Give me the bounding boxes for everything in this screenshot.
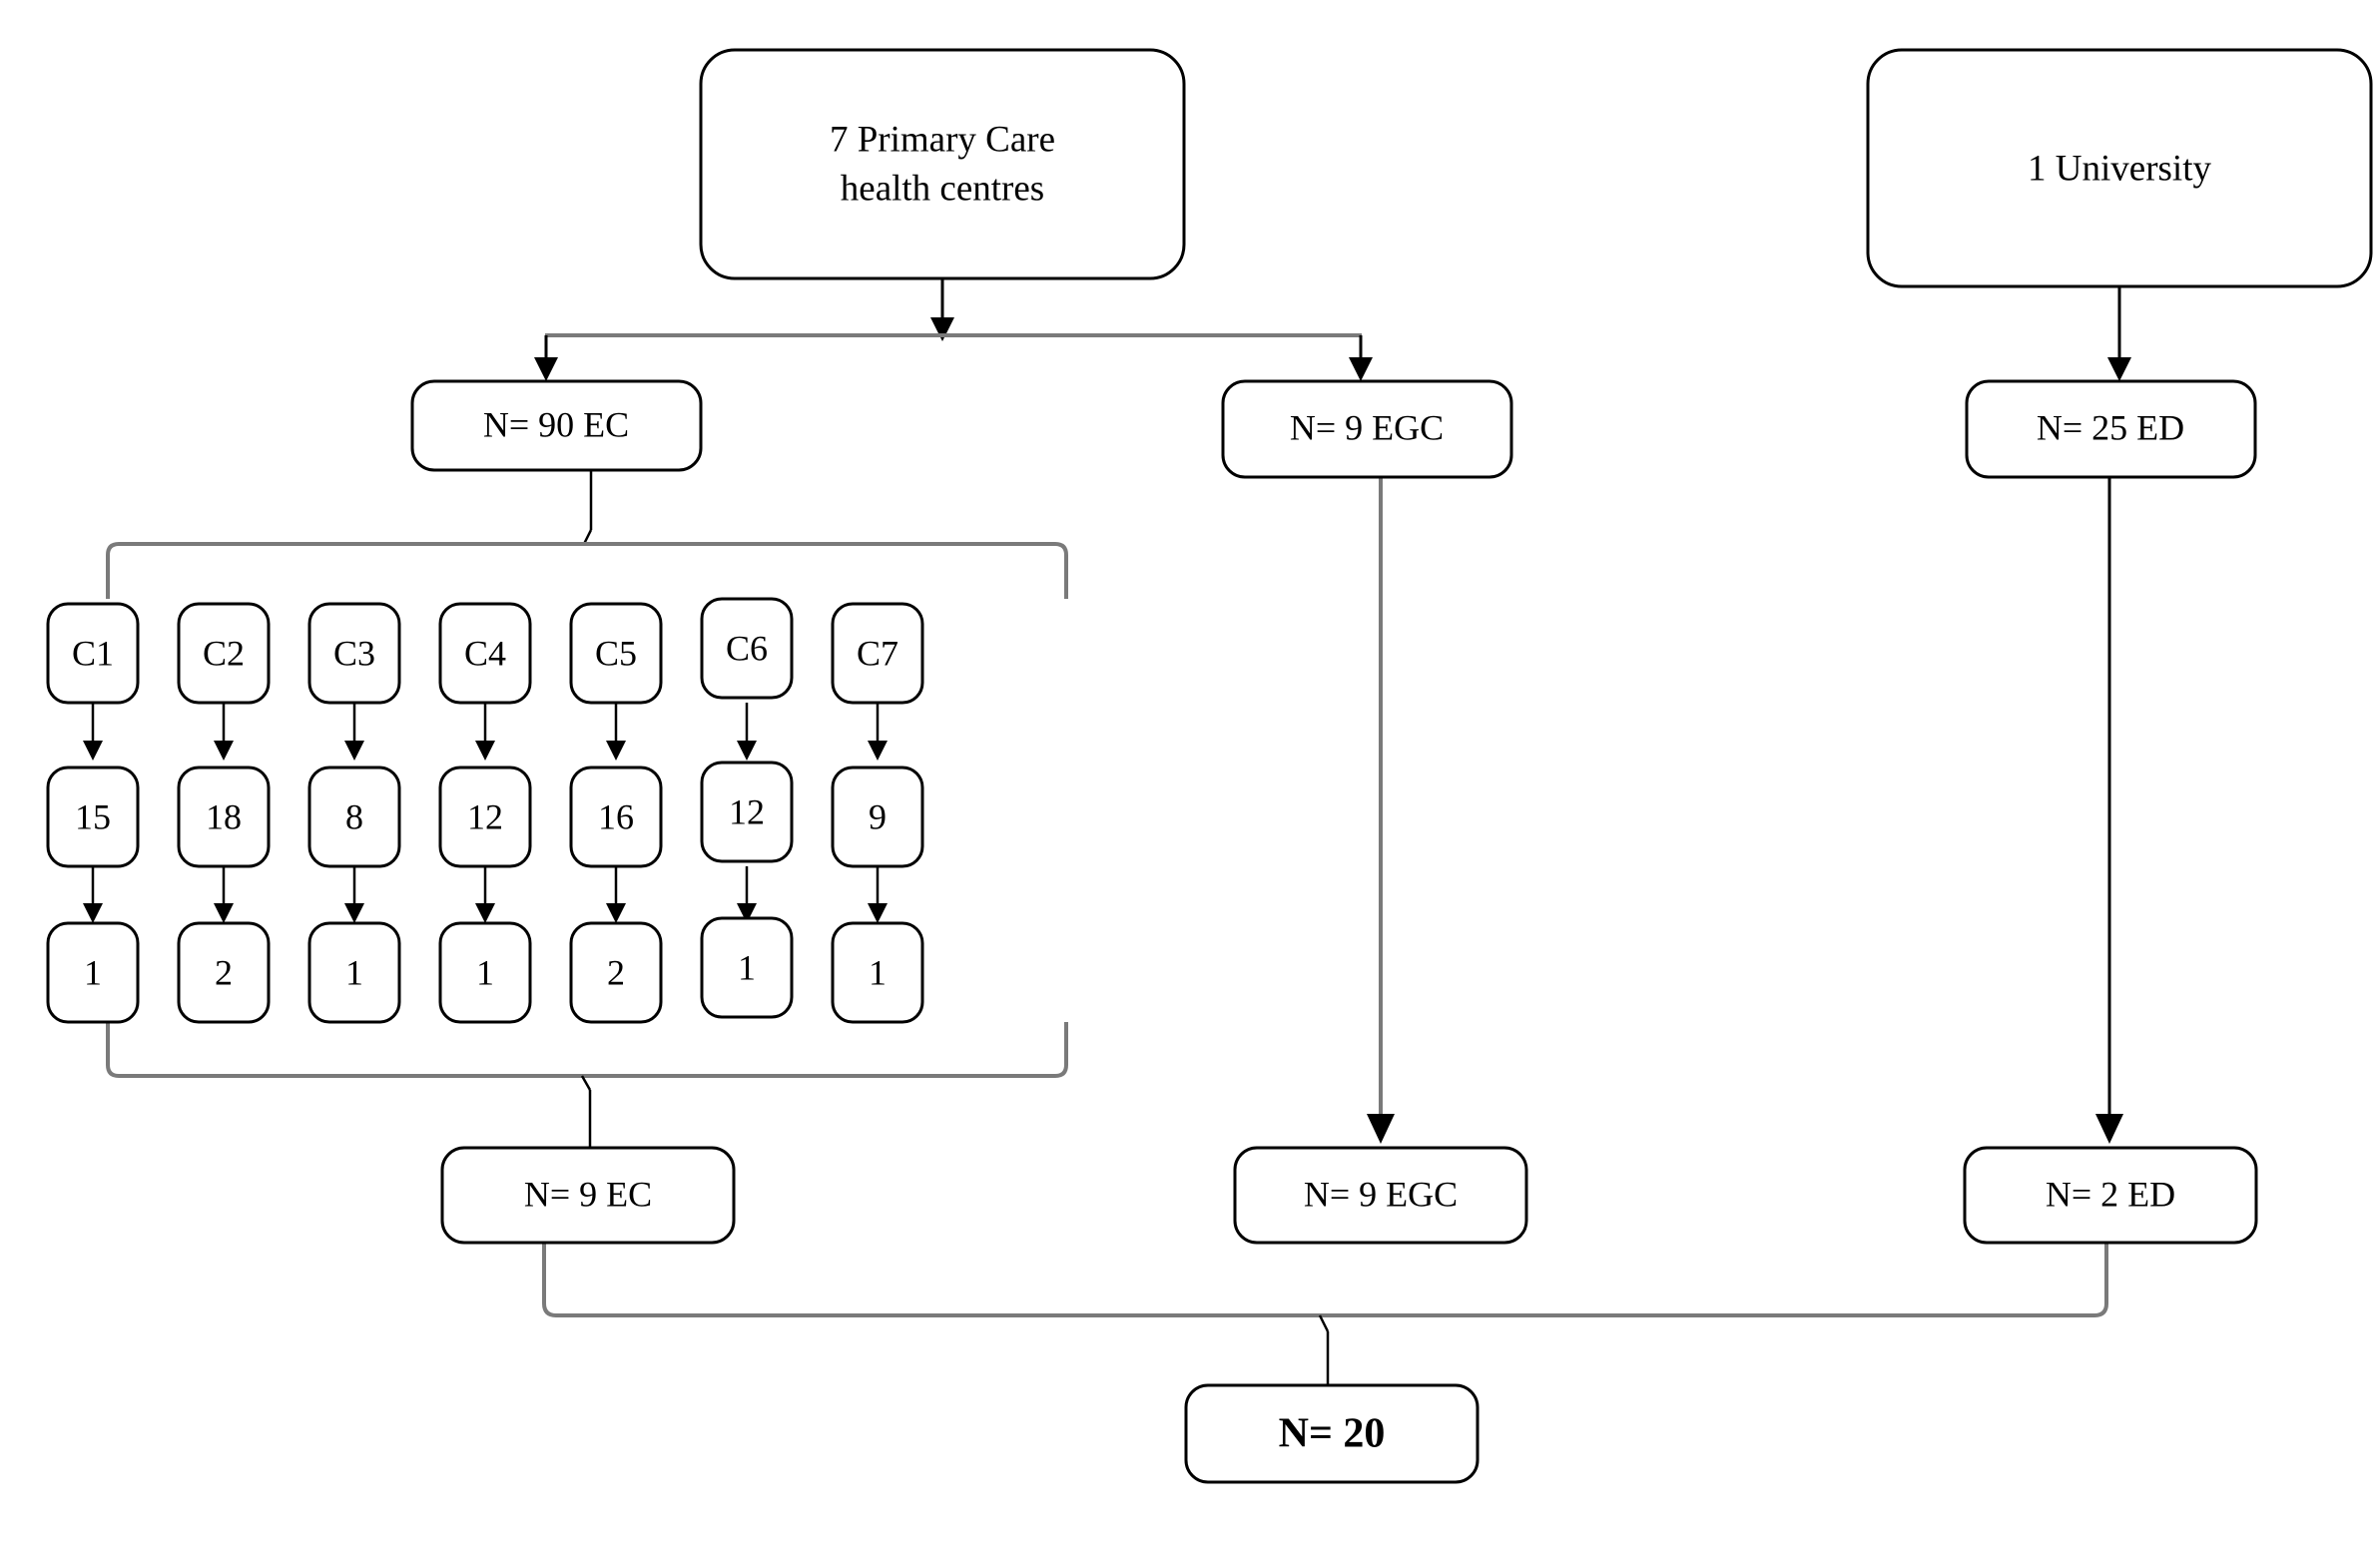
node-pool-ed-label: N= 25 ED xyxy=(2037,407,2184,447)
node-centre-code-2[interactable]: C3 xyxy=(307,602,401,705)
node-centre-count-3[interactable]: 12 xyxy=(438,766,532,868)
connector-primary-care-to-split xyxy=(534,278,1373,381)
connector-university-to-ed-pool xyxy=(2107,286,2131,381)
node-centre-count-6[interactable]: 9 xyxy=(831,766,924,868)
node-centre-code-1[interactable]: C2 xyxy=(177,602,271,705)
node-centre-selected-3[interactable]: 1 xyxy=(438,921,532,1024)
node-centre-code-3[interactable]: C4 xyxy=(438,602,532,705)
node-university[interactable]: 1 University xyxy=(1866,48,2373,288)
node-centre-code-4[interactable]: C5 xyxy=(569,602,663,705)
node-pool-ed[interactable]: N= 25 ED xyxy=(1965,379,2257,479)
node-centre-count-2-label: 8 xyxy=(345,796,363,836)
node-centre-selected-0-label: 1 xyxy=(84,952,102,992)
connector-ed-pool-to-ed-result xyxy=(2095,477,2123,1144)
node-university-label: 1 University xyxy=(2028,148,2211,189)
node-centre-selected-1-label: 2 xyxy=(215,952,233,992)
node-centre-count-4[interactable]: 16 xyxy=(569,766,663,868)
node-centre-selected-6[interactable]: 1 xyxy=(831,921,924,1024)
node-centre-code-5-label: C6 xyxy=(726,628,768,668)
connector-centres-to-counts xyxy=(83,703,888,761)
connector-results-to-total-bracket xyxy=(542,1243,2108,1385)
node-centre-code-0-label: C1 xyxy=(72,633,114,673)
node-total-label: N= 20 xyxy=(1279,1411,1386,1457)
node-centre-count-0[interactable]: 15 xyxy=(46,766,140,868)
node-result-egc-label: N= 9 EGC xyxy=(1304,1174,1458,1214)
node-total[interactable]: N= 20 xyxy=(1184,1383,1480,1484)
centre-code-row: C1 C2 C3 C4 C5 C6 xyxy=(46,597,924,705)
node-centre-count-2[interactable]: 8 xyxy=(307,766,401,868)
node-centre-selected-5-label: 1 xyxy=(738,947,756,987)
node-centre-code-5[interactable]: C6 xyxy=(700,597,794,700)
node-centre-count-1-label: 18 xyxy=(206,796,242,836)
node-pool-ec-label: N= 90 EC xyxy=(483,404,629,444)
node-centre-selected-3-label: 1 xyxy=(476,952,494,992)
node-centre-count-4-label: 16 xyxy=(598,796,634,836)
connector-egc-pool-to-egc-result xyxy=(1367,477,1395,1144)
node-centre-code-6[interactable]: C7 xyxy=(831,602,924,705)
node-centre-code-0[interactable]: C1 xyxy=(46,602,140,705)
node-result-egc[interactable]: N= 9 EGC xyxy=(1233,1146,1528,1245)
node-centre-count-5[interactable]: 12 xyxy=(700,761,794,863)
node-result-ec-label: N= 9 EC xyxy=(524,1174,652,1214)
centre-count-row: 15 18 8 12 16 12 xyxy=(46,761,924,868)
node-primary-care-centres-line2: health centres xyxy=(841,168,1044,209)
node-centre-count-0-label: 15 xyxy=(75,796,111,836)
node-primary-care-centres-line1: 7 Primary Care xyxy=(830,119,1055,160)
node-result-ed[interactable]: N= 2 ED xyxy=(1963,1146,2258,1245)
node-pool-ec[interactable]: N= 90 EC xyxy=(410,379,703,472)
node-centre-code-1-label: C2 xyxy=(203,633,245,673)
connector-ec-pool-to-centres-bracket xyxy=(106,470,1068,599)
node-centre-code-4-label: C5 xyxy=(595,633,637,673)
node-centre-count-3-label: 12 xyxy=(467,796,503,836)
node-centre-selected-4[interactable]: 2 xyxy=(569,921,663,1024)
node-pool-egc[interactable]: N= 9 EGC xyxy=(1221,379,1513,479)
node-centre-selected-2[interactable]: 1 xyxy=(307,921,401,1024)
node-result-ed-label: N= 2 ED xyxy=(2046,1174,2175,1214)
node-centre-count-6-label: 9 xyxy=(869,796,887,836)
node-centre-count-5-label: 12 xyxy=(729,791,765,831)
node-centre-selected-0[interactable]: 1 xyxy=(46,921,140,1024)
node-centre-selected-1[interactable]: 2 xyxy=(177,921,271,1024)
centre-selected-row: 1 2 1 1 2 1 1 xyxy=(46,916,924,1024)
node-centre-count-1[interactable]: 18 xyxy=(177,766,271,868)
connector-selected-to-ec-result xyxy=(106,1022,1068,1148)
node-centre-selected-6-label: 1 xyxy=(869,952,887,992)
node-centre-code-6-label: C7 xyxy=(857,633,898,673)
node-centre-selected-4-label: 2 xyxy=(607,952,625,992)
node-pool-egc-label: N= 9 EGC xyxy=(1290,407,1444,447)
node-primary-care-centres[interactable]: 7 Primary Care health centres xyxy=(699,48,1186,280)
node-centre-selected-2-label: 1 xyxy=(345,952,363,992)
node-centre-selected-5[interactable]: 1 xyxy=(700,916,794,1019)
node-centre-code-2-label: C3 xyxy=(333,633,375,673)
node-result-ec[interactable]: N= 9 EC xyxy=(440,1146,736,1245)
node-centre-code-3-label: C4 xyxy=(464,633,506,673)
connector-counts-to-selected xyxy=(83,866,888,923)
